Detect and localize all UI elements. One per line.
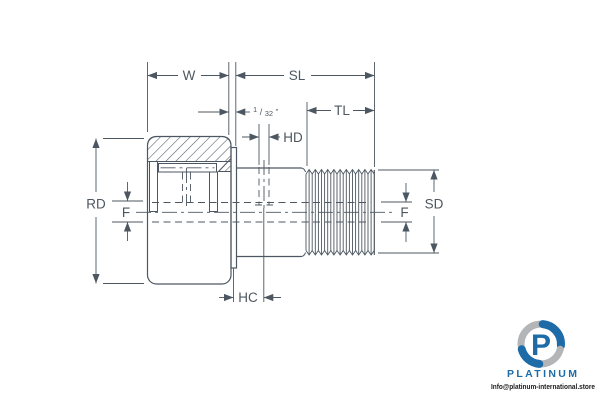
axial-hole-hidden-lines: [152, 202, 371, 223]
dim-label-f-left: F: [122, 205, 130, 220]
dim-label-hc: HC: [238, 290, 258, 305]
needle-rollers: [158, 163, 217, 173]
logo-monogram: P: [531, 329, 551, 362]
stud-flange: [230, 146, 238, 269]
right-end-plate: [209, 171, 218, 212]
dimension-lines: [92, 71, 438, 302]
logo-brand-text: PLATINUM: [507, 368, 579, 380]
dim-label-f-right: F: [400, 205, 408, 220]
dim-label-tolerance: 1 / 32 ″: [253, 104, 279, 118]
platinum-logo: P PLATINUM Info@platinum-international.s…: [491, 320, 595, 391]
platinum-logo-icon: P: [517, 320, 565, 368]
extension-lines: [103, 62, 439, 302]
dim-label-sl: SL: [289, 68, 306, 83]
roller-grease-hole: [182, 168, 191, 206]
left-end-plate: [149, 161, 158, 212]
dim-label-hd: HD: [283, 130, 303, 145]
dim-label-tl: TL: [334, 103, 350, 118]
part-geometry: [136, 135, 392, 285]
dim-label-w: W: [183, 68, 196, 83]
head-grease-hole: [255, 160, 273, 208]
dimension-labels: W SL TL 1 / 32 ″ HD RD F F SD HC: [86, 68, 443, 305]
dim-label-rd: RD: [86, 197, 106, 212]
logo-email-text: Info@platinum-international.store: [491, 382, 595, 391]
outer-ring-hatch: [147, 136, 232, 162]
dim-label-sd: SD: [425, 197, 444, 212]
